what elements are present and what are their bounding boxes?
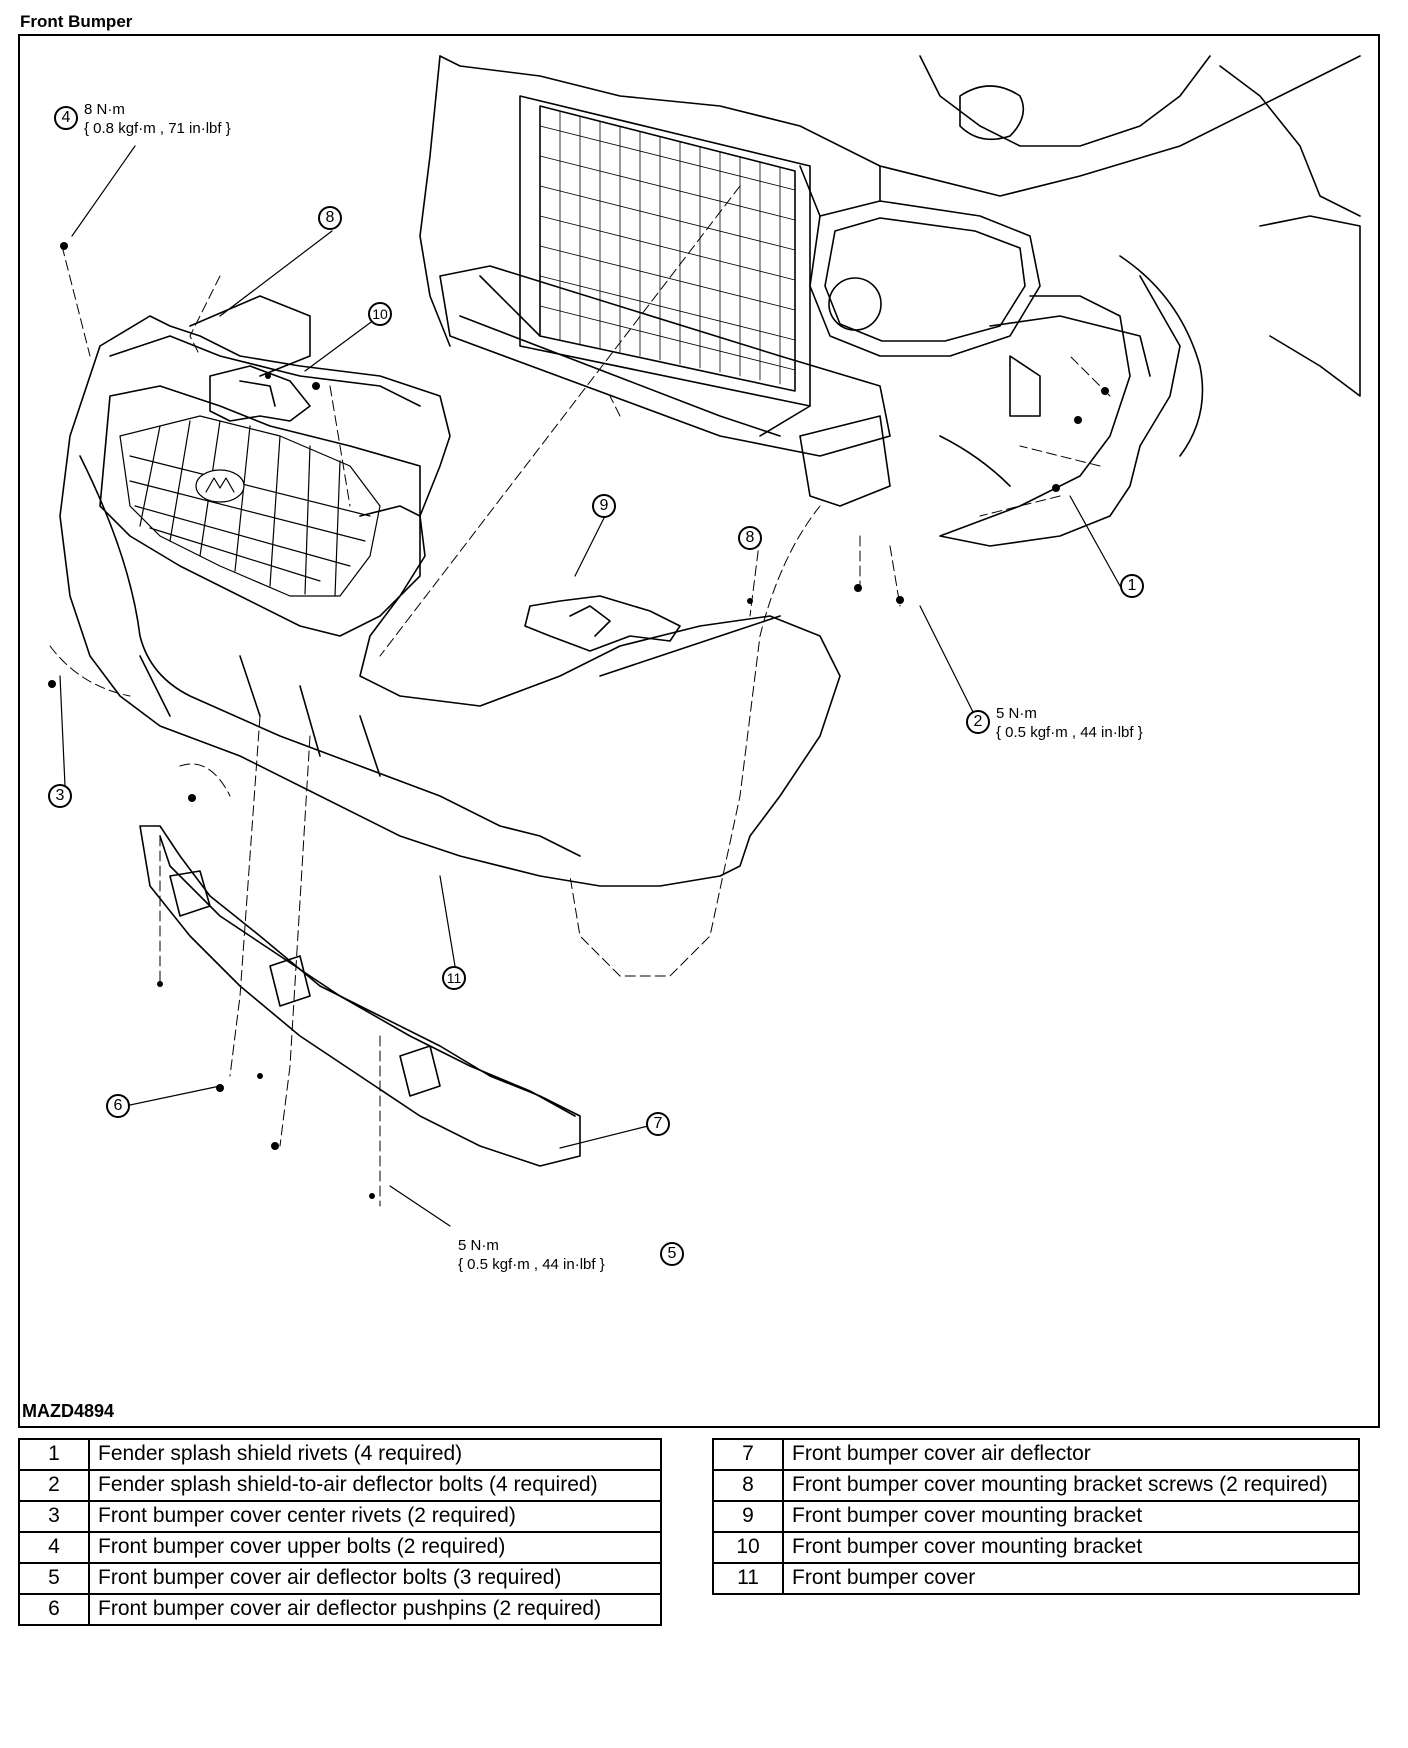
item-description: Front bumper cover xyxy=(782,1562,1360,1595)
item-number: 2 xyxy=(18,1469,90,1502)
lower-crossmember xyxy=(439,265,891,457)
callout-7: 7 xyxy=(646,1112,670,1136)
figure-id: MAZD4894 xyxy=(22,1401,115,1421)
torque-conversion: { 0.8 kgf·m , 71 in·lbf } xyxy=(84,120,231,137)
callout-11: 11 xyxy=(442,966,466,990)
exploded-view-figure: 4 8 10 9 8 1 2 3 11 6 7 5 8 N·m { 0.8 kg… xyxy=(18,34,1380,1428)
torque-spec-item5: 5 N·m { 0.5 kgf·m , 44 in·lbf } xyxy=(458,1236,605,1274)
page-title: Front Bumper xyxy=(20,12,133,31)
engine-bay-structure xyxy=(419,55,1361,457)
torque-spec-item2: 5 N·m { 0.5 kgf·m , 44 in·lbf } xyxy=(996,704,1143,742)
grille xyxy=(119,415,381,597)
item-description: Fender splash shield-to-air deflector bo… xyxy=(88,1469,662,1502)
callout-6: 6 xyxy=(106,1094,130,1118)
radiator-core xyxy=(479,95,811,437)
mounting-bracket-9 xyxy=(524,595,681,652)
torque-value: 8 N·m xyxy=(84,101,125,118)
item-number: 5 xyxy=(18,1562,90,1595)
callout-10: 10 xyxy=(368,302,392,326)
mounting-bracket-10 xyxy=(209,365,311,422)
item-number: 8 xyxy=(712,1469,784,1502)
item-number: 10 xyxy=(712,1531,784,1564)
item-description: Fender splash shield rivets (4 required) xyxy=(88,1438,662,1471)
torque-conversion: { 0.5 kgf·m , 44 in·lbf } xyxy=(458,1256,605,1273)
radiator-fins xyxy=(539,111,796,385)
leader-lines xyxy=(59,145,1121,1227)
callout-8-second: 8 xyxy=(738,526,762,550)
torque-value: 5 N·m xyxy=(458,1237,499,1254)
item-number: 4 xyxy=(18,1531,90,1564)
item-description: Front bumper cover air deflector xyxy=(782,1438,1360,1471)
item-description: Front bumper cover upper bolts (2 requir… xyxy=(88,1531,662,1564)
item-description: Front bumper cover mounting bracket scre… xyxy=(782,1469,1360,1502)
item-description: Front bumper cover center rivets (2 requ… xyxy=(88,1500,662,1533)
headlamp-assembly xyxy=(799,165,1041,357)
torque-conversion: { 0.5 kgf·m , 44 in·lbf } xyxy=(996,724,1143,741)
fender-splash-shield xyxy=(939,275,1181,547)
item-description: Front bumper cover air deflector bolts (… xyxy=(88,1562,662,1595)
item-number: 3 xyxy=(18,1500,90,1533)
item-description: Front bumper cover air deflector pushpin… xyxy=(88,1593,662,1626)
torque-spec-item4: 8 N·m { 0.8 kgf·m , 71 in·lbf } xyxy=(84,100,231,138)
callout-5: 5 xyxy=(660,1242,684,1266)
item-description: Front bumper cover mounting bracket xyxy=(782,1500,1360,1533)
item-number: 6 xyxy=(18,1593,90,1626)
alignment-lines xyxy=(49,185,1111,1207)
exploded-view-drawing xyxy=(48,55,1361,1227)
item-description: Front bumper cover mounting bracket xyxy=(782,1531,1360,1564)
callout-9: 9 xyxy=(592,494,616,518)
fasteners xyxy=(48,242,1109,1199)
item-number: 9 xyxy=(712,1500,784,1533)
item-number: 1 xyxy=(18,1438,90,1471)
item-number: 7 xyxy=(712,1438,784,1471)
callout-2: 2 xyxy=(966,710,990,734)
callout-4: 4 xyxy=(54,106,78,130)
bumper-cover xyxy=(59,295,841,887)
item-number: 11 xyxy=(712,1562,784,1595)
callout-3: 3 xyxy=(48,784,72,808)
air-deflector xyxy=(139,825,581,1167)
callout-1: 1 xyxy=(1120,574,1144,598)
callout-8: 8 xyxy=(318,206,342,230)
torque-value: 5 N·m xyxy=(996,705,1037,722)
